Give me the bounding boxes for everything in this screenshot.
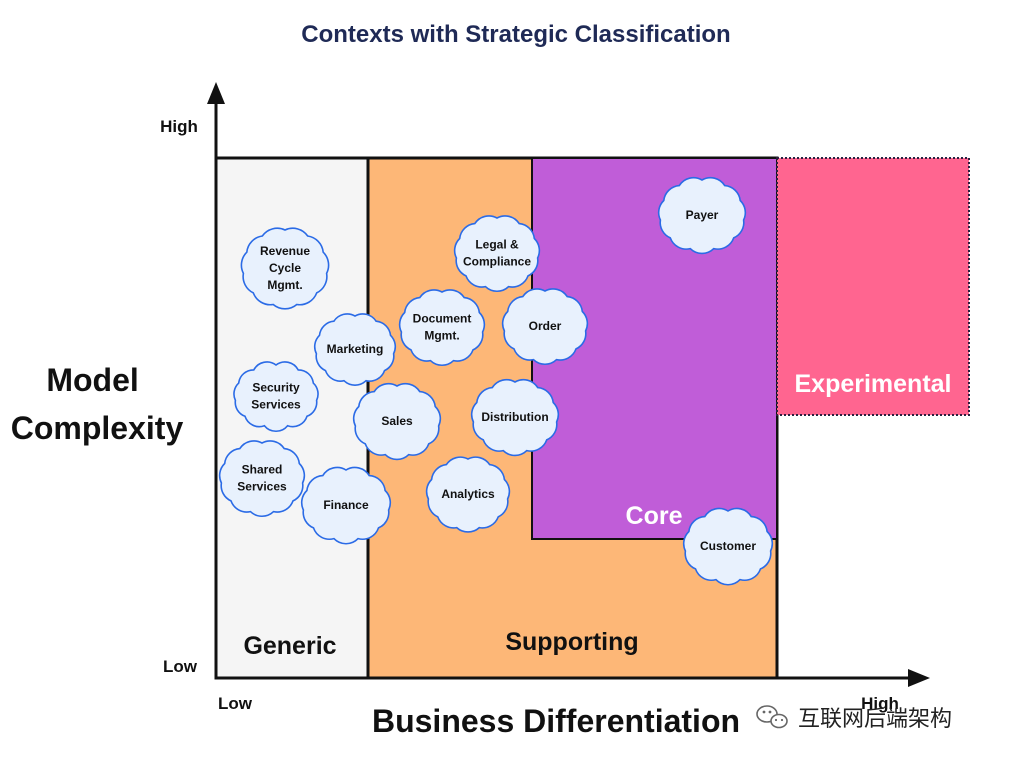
context-label: Revenue [260, 244, 310, 258]
diagram-title: Contexts with Strategic Classification [301, 21, 730, 48]
context-cloud-finance[interactable]: Finance [300, 466, 392, 545]
context-label: Cycle [269, 261, 301, 275]
experimental-label: Experimental [794, 370, 951, 398]
y-axis-title-line-2: Complexity [11, 410, 184, 446]
experimental-region [776, 157, 970, 416]
y-high-label: High [160, 117, 198, 136]
context-cloud-analytics[interactable]: Analytics [425, 456, 511, 533]
cloud-shape [453, 215, 541, 293]
generic-label: Generic [243, 632, 336, 660]
context-cloud-customer[interactable]: Customer [682, 507, 774, 586]
context-label: Payer [686, 208, 719, 222]
cloud-shape [425, 456, 511, 533]
context-label: Services [237, 480, 287, 494]
context-cloud-distribution[interactable]: Distribution [470, 378, 560, 457]
context-label: Analytics [441, 487, 495, 501]
y-low-label: Low [163, 657, 198, 676]
context-label: Security [252, 381, 300, 395]
wechat-icon [756, 705, 788, 729]
cloud-shape [657, 176, 747, 255]
context-label: Marketing [327, 342, 384, 356]
x-axis-arrow [908, 669, 930, 687]
context-label: Legal & [475, 238, 519, 252]
context-label: Document [413, 312, 472, 326]
cloud-shape [218, 440, 306, 518]
cloud-shape [240, 227, 330, 310]
context-cloud-sales[interactable]: Sales [352, 382, 442, 461]
x-axis-title: Business Differentiation [372, 703, 740, 739]
core-label: Core [626, 502, 683, 530]
context-label: Customer [700, 539, 756, 553]
y-axis-title-line-1: Model [46, 362, 138, 398]
cloud-shape [233, 361, 319, 432]
context-label: Shared [242, 463, 283, 477]
cloud-shape [313, 313, 397, 386]
context-cloud-order[interactable]: Order [501, 288, 589, 366]
context-label: Mgmt. [267, 278, 302, 292]
context-label: Compliance [463, 255, 531, 269]
x-high-label: High [861, 694, 899, 713]
watermark-text: 互联网后端架构 [798, 707, 952, 732]
context-label: Order [529, 319, 562, 333]
context-cloud-legal-compliance[interactable]: Legal & Compliance [453, 215, 541, 293]
supporting-label: Supporting [505, 628, 638, 656]
watermark: 互联网后端架构 [756, 705, 952, 732]
cloud-shape [398, 289, 486, 367]
x-low-label: Low [218, 694, 253, 713]
cloud-shape [352, 382, 442, 461]
y-axis-arrow [207, 82, 225, 104]
context-cloud-marketing[interactable]: Marketing [313, 313, 397, 386]
context-cloud-payer[interactable]: Payer [657, 176, 747, 255]
cloud-shape [682, 507, 774, 586]
context-label: Sales [381, 414, 413, 428]
context-label: Mgmt. [424, 329, 459, 343]
context-label: Finance [323, 498, 369, 512]
y-axis-title: Model Complexity [11, 362, 184, 446]
cloud-shape [501, 288, 589, 366]
context-label: Distribution [481, 410, 548, 424]
cloud-shape [470, 378, 560, 457]
context-label: Services [251, 398, 301, 412]
cloud-shape [300, 466, 392, 545]
